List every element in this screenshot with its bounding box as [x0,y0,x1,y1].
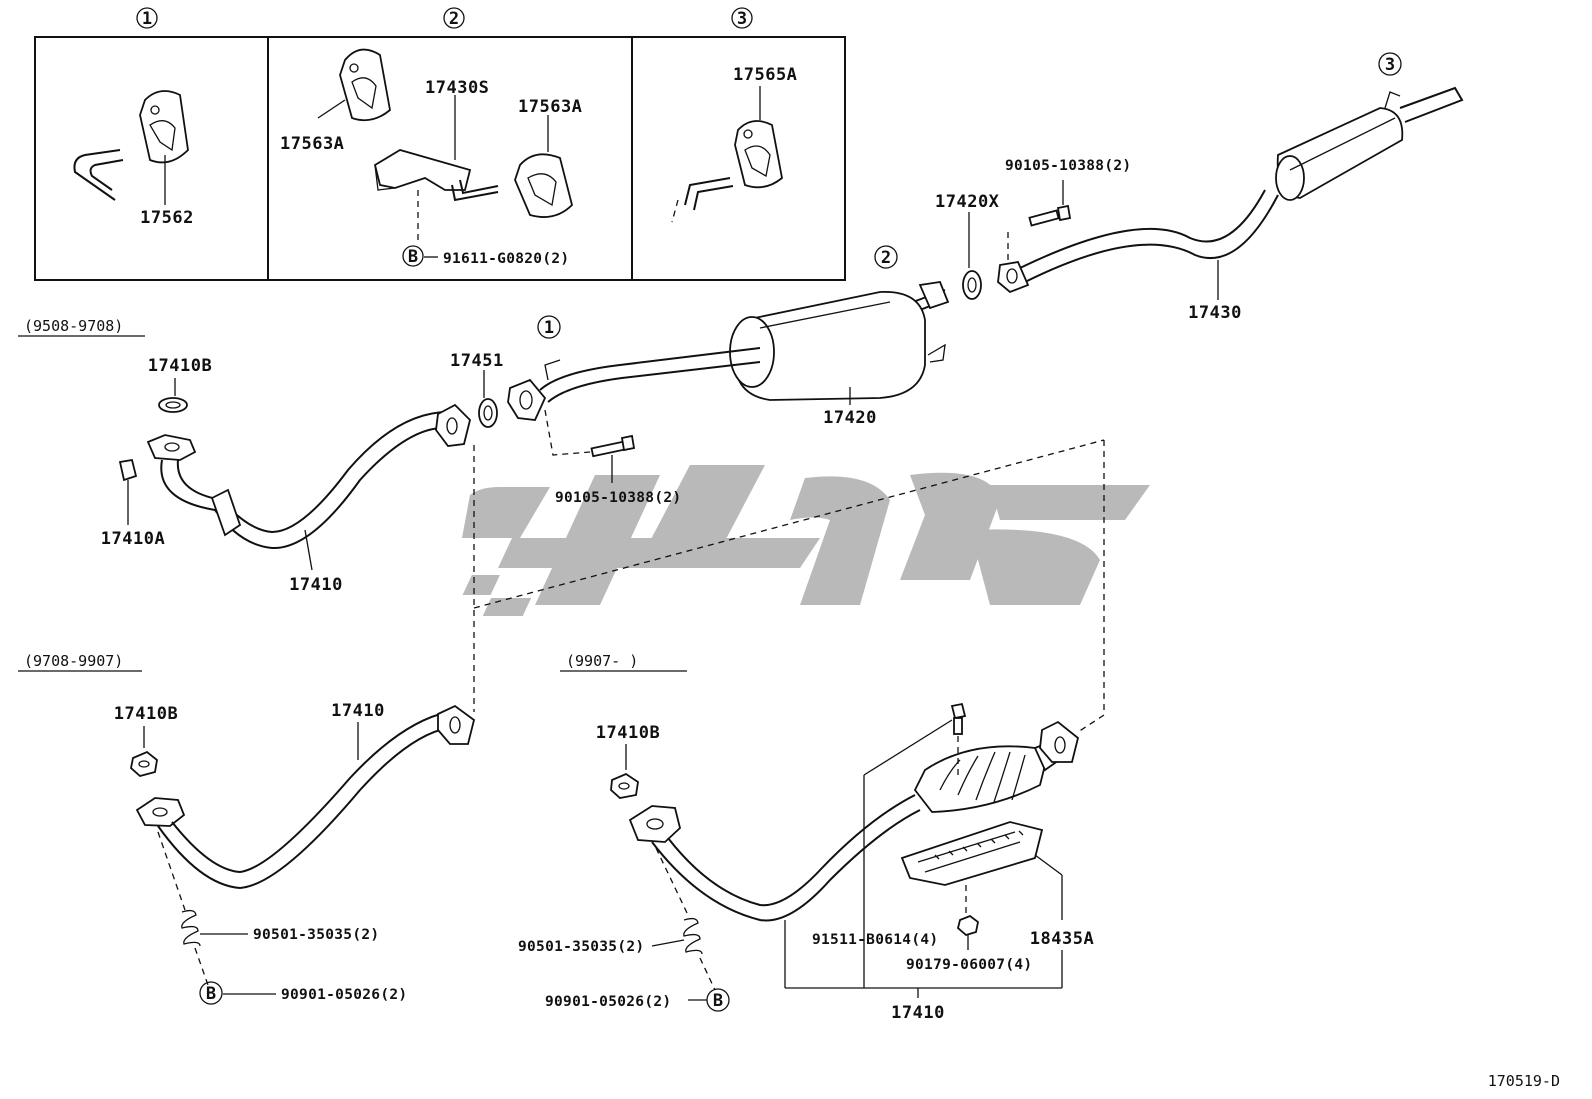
rubber-hanger-17563a-left [339,48,391,122]
inset-3: 3 17565A [671,7,797,223]
inset-2-number: 2 [449,9,459,29]
bolt-91511 [950,702,967,735]
center-muffler-17420 [507,281,950,421]
variant-label-1: (9508-9708) [24,317,123,335]
inset-1: 1 17562 [73,7,194,228]
label-90901-right: 90901-05026(2) [545,994,671,1010]
rubber-hanger-17565a [734,120,783,189]
label-91511: 91511-B0614(4) [812,932,938,948]
variant-label-3: (9907- ) [566,652,638,670]
label-90901-left: 90901-05026(2) [281,987,407,1003]
label-17410a: 17410A [101,529,165,549]
callout-2: 2 [874,245,898,269]
label-18435a: 18435A [1030,929,1094,949]
bolt-90105-top [1028,204,1072,227]
front-pipe-17410-v1 [146,403,471,550]
gasket-17410b-1 [158,397,188,413]
nut-17410b-3 [610,772,639,799]
ref-letter-b-left: B [206,984,216,1004]
label-17410b-2: 17410B [114,704,178,724]
label-17563a-left: 17563A [280,134,344,154]
label-17565a: 17565A [733,65,797,85]
callout-1: 1 [537,315,561,339]
label-90105-mid: 90105-10388(2) [555,490,681,506]
rubber-hanger-17563a-right [514,153,573,218]
label-90105-top: 90105-10388(2) [1005,158,1131,174]
inset-2: 2 17563A 17430S 17563A B 91611-G0820(2) [280,7,582,267]
label-17410-2: 17410 [331,701,385,721]
label-17562: 17562 [140,208,194,228]
bolt-90105-mid [590,434,636,458]
label-90501-right: 90501-35035(2) [518,939,644,955]
label-17410-3: 17410 [891,1003,945,1023]
label-90179: 90179-06007(4) [906,957,1032,973]
dashed-links [473,439,1105,733]
bracket-17430s [373,149,499,202]
ref-letter-b-inset: B [408,247,418,267]
spring-90501-right [683,917,703,955]
svg-text:3: 3 [1385,55,1395,75]
spring-90501-left [181,909,201,947]
label-17410b-1: 17410B [148,356,212,376]
label-90501-left: 90501-35035(2) [253,927,379,943]
nut-90179 [956,914,979,937]
label-17563a-right: 17563A [518,97,582,117]
label-17430s: 17430S [425,78,489,98]
rubber-hanger-17562 [139,90,189,164]
label-17451: 17451 [450,351,504,371]
front-pipe-17410-v2 [135,704,476,890]
diagram-code: 170519-D [1488,1072,1560,1090]
gasket-17420x [962,270,982,300]
label-17420x: 17420X [935,192,1000,212]
ref-letter-b-right: B [713,991,723,1011]
heat-shield-18435a [900,821,1044,886]
catalytic-converter [913,720,1080,813]
label-17410-1: 17410 [289,575,343,595]
label-91611: 91611-G0820(2) [443,251,569,267]
callout-3: 3 [1378,52,1402,76]
label-17430: 17430 [1188,303,1242,323]
watermark-logo [462,465,1150,616]
label-17410b-3: 17410B [596,723,660,743]
nut-17410a [118,458,138,482]
inset-3-number: 3 [737,9,747,29]
inset-1-number: 1 [142,9,152,29]
gasket-17451 [478,398,498,428]
svg-text:1: 1 [544,318,554,338]
label-17420: 17420 [823,408,877,428]
variant-label-2: (9708-9907) [24,652,123,670]
tailpipe-17430 [997,189,1279,294]
front-pipe-17410-v3 [628,794,921,922]
nut-17410b-2 [130,750,158,777]
inset-boxes [34,36,846,281]
leader-bracket-17410-v3 [784,920,1063,998]
rear-muffler [1275,86,1464,201]
svg-text:2: 2 [881,248,891,268]
